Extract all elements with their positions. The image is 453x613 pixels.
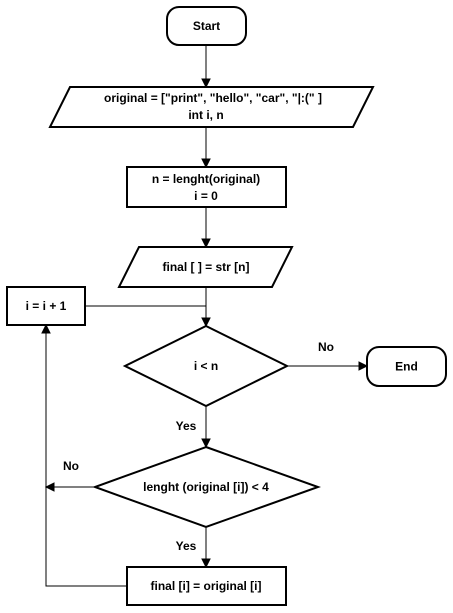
assign-line-1: n = lenght(original) xyxy=(152,172,260,186)
arrowhead-copy xyxy=(201,558,211,569)
loop-decision-label: i < n xyxy=(194,359,218,373)
length-decision-label: lenght (original [i]) < 4 xyxy=(143,480,269,494)
copy-label: final [i] = original [i] xyxy=(151,579,262,593)
edges: No Yes No Yes xyxy=(41,45,369,587)
input-line-1: original = ["print", "hello", "car", "|:… xyxy=(104,91,322,105)
input-node: original = ["print", "hello", "car", "|:… xyxy=(48,86,375,128)
arrowhead-length-no xyxy=(44,482,55,492)
final-decl-node: final [ ] = str [n] xyxy=(117,246,294,288)
input-line-2: int i, n xyxy=(188,108,223,122)
arrowhead-assign xyxy=(201,158,211,169)
arrowhead-end xyxy=(358,361,369,371)
end-node: End xyxy=(366,346,447,387)
start-label: Start xyxy=(193,19,220,33)
copy-node: final [i] = original [i] xyxy=(126,566,287,606)
assign-node: n = lenght(original) i = 0 xyxy=(126,166,287,208)
edge-label-len-yes: Yes xyxy=(176,539,197,553)
edge-copy-increment xyxy=(45,332,127,587)
arrowhead-decision xyxy=(201,317,211,328)
edge-label-len-no: No xyxy=(63,459,79,473)
increment-label: i = i + 1 xyxy=(26,299,67,313)
edge-label-loop-yes: Yes xyxy=(176,419,197,433)
arrowhead-length-decision xyxy=(201,438,211,449)
start-node: Start xyxy=(166,6,247,46)
arrowhead-increment xyxy=(41,323,51,334)
end-label: End xyxy=(395,360,418,374)
final-decl-label: final [ ] = str [n] xyxy=(163,260,250,274)
arrowhead-input xyxy=(201,78,211,89)
length-decision-node: lenght (original [i]) < 4 xyxy=(92,445,321,529)
arrowhead-final-decl xyxy=(201,238,211,249)
increment-node: i = i + 1 xyxy=(6,286,86,326)
assign-line-2: i = 0 xyxy=(194,189,218,203)
edge-label-loop-no: No xyxy=(318,340,334,354)
loop-decision-node: i < n xyxy=(122,324,290,408)
